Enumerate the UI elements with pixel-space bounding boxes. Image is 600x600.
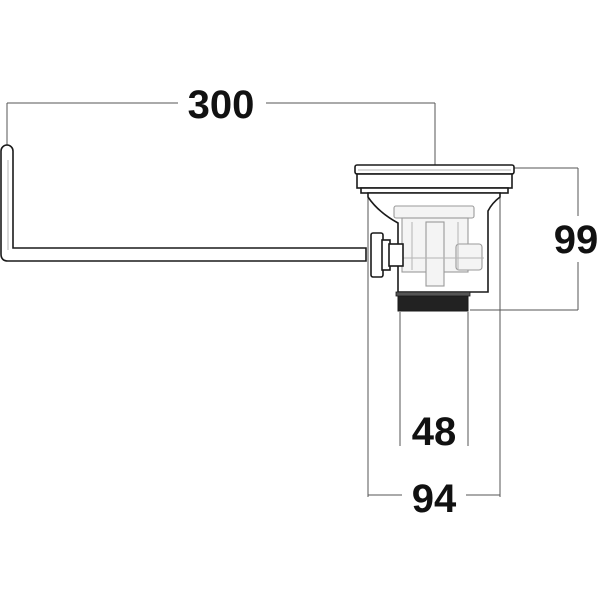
lever-arm bbox=[0, 144, 367, 262]
lever-bushing bbox=[388, 243, 404, 267]
waste-body bbox=[354, 164, 515, 312]
valve-housing-right bbox=[455, 243, 483, 271]
dimension-outlet-diameter: 48 bbox=[399, 312, 469, 454]
dim-300-label: 300 bbox=[188, 83, 255, 127]
dim-99-label: 99 bbox=[554, 218, 599, 262]
dimension-lever-length: 300 bbox=[6, 83, 436, 166]
lever-rod bbox=[0, 144, 367, 262]
dimension-flange-diameter: 94 bbox=[367, 190, 501, 521]
outlet-thread-ring bbox=[395, 291, 471, 297]
valve-spindle bbox=[425, 221, 445, 287]
outlet-thread bbox=[397, 294, 469, 312]
strainer-basket-top bbox=[393, 205, 475, 219]
dim-48-label: 48 bbox=[412, 410, 457, 454]
flange-rim bbox=[356, 173, 513, 189]
dim-94-label: 94 bbox=[412, 477, 457, 521]
dimension-height: 99 bbox=[470, 167, 599, 311]
